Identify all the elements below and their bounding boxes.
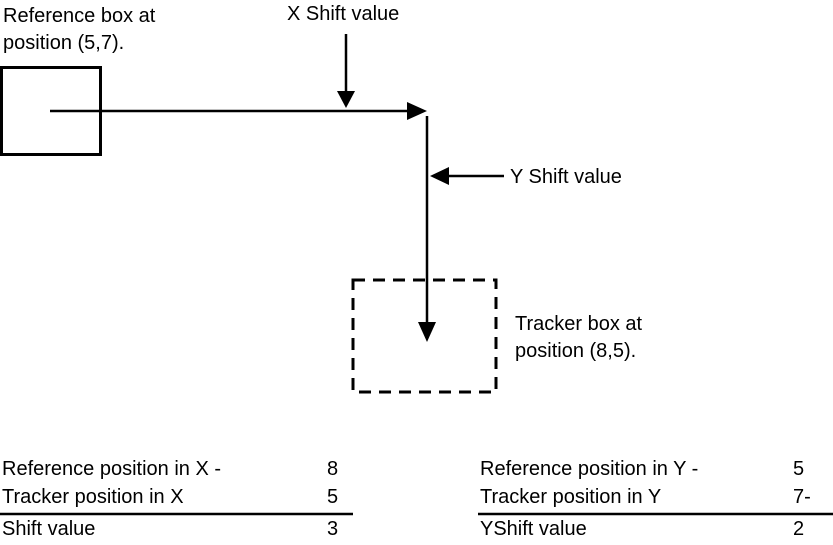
tracker-box xyxy=(351,278,498,394)
y-calc-result-value: 2 xyxy=(793,518,805,540)
x-calc-result-label: Shift value xyxy=(2,518,96,540)
y-shift-arrow-head xyxy=(418,322,436,342)
x-calc-row1-value: 8 xyxy=(327,458,339,480)
y-calc-row2-label: Tracker position in Y xyxy=(480,486,662,508)
y-calc-row1-label: Reference position in Y - xyxy=(480,458,699,480)
reference-box-label-line2: position (5,7). xyxy=(3,32,125,54)
tracker-box-label-line2: position (8,5). xyxy=(515,340,637,362)
reference-box-label-line1: Reference box at xyxy=(3,5,156,27)
x-calc-row1-label: Reference position in X - xyxy=(2,458,222,480)
y-calc-row2-value: 7- xyxy=(793,486,811,508)
y-calc-row1-value: 5 xyxy=(793,458,805,480)
x-shift-label: X Shift value xyxy=(287,3,400,25)
y-shift-pointer-head xyxy=(430,167,449,185)
x-shift-pointer-head xyxy=(337,91,355,108)
x-calc-result-value: 3 xyxy=(327,518,339,540)
tracker-box-label-line1: Tracker box at xyxy=(515,313,643,335)
x-shift-arrow-head xyxy=(407,102,427,120)
y-shift-label: Y Shift value xyxy=(510,166,622,188)
x-calc-row2-value: 5 xyxy=(327,486,339,508)
x-calc-row2-label: Tracker position in X xyxy=(2,486,184,508)
y-calc-result-label: YShift value xyxy=(480,518,587,540)
